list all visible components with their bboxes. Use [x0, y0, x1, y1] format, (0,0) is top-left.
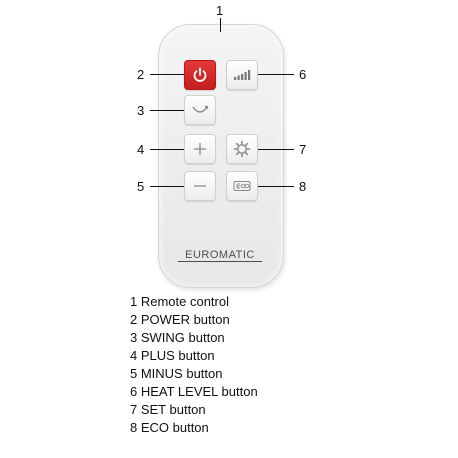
power-icon: [193, 67, 207, 82]
set-button[interactable]: [226, 134, 258, 164]
plus-icon: [194, 143, 206, 155]
minus-icon: [194, 185, 206, 187]
eco-button[interactable]: [226, 171, 258, 201]
callout-number: 4: [137, 142, 145, 157]
legend-item: 6 HEAT LEVEL button: [130, 384, 258, 399]
callout-number: 5: [137, 179, 145, 194]
legend-item: 8 ECO button: [130, 420, 209, 435]
brand-logo: EUROMATIC: [178, 250, 262, 262]
gear-icon: [233, 140, 251, 158]
callout-number: 2: [137, 67, 145, 82]
leader-line-6: [258, 74, 294, 75]
callout-number: 7: [299, 142, 307, 157]
leader-line-3: [150, 110, 184, 111]
power-button[interactable]: [184, 60, 216, 90]
plus-button[interactable]: [184, 134, 216, 164]
callout-number: 8: [299, 179, 307, 194]
leader-line-7: [258, 149, 294, 150]
legend-item: 4 PLUS button: [130, 348, 215, 363]
remote-control: [158, 24, 284, 288]
callout-number: 1: [216, 3, 224, 18]
legend-item: 1 Remote control: [130, 294, 229, 309]
legend-item: 2 POWER button: [130, 312, 230, 327]
legend-item: 3 SWING button: [130, 330, 225, 345]
leader-line-5: [150, 186, 184, 187]
legend-item: 7 SET button: [130, 402, 206, 417]
swing-button[interactable]: [184, 95, 216, 125]
heat-level-button[interactable]: [226, 60, 258, 90]
legend-item: 5 MINUS button: [130, 366, 223, 381]
minus-button[interactable]: [184, 171, 216, 201]
callout-number: 3: [137, 103, 145, 118]
leader-line-8: [258, 186, 294, 187]
leader-line-1: [220, 18, 221, 32]
swing-arc-icon: [192, 105, 209, 113]
legend-list: 1 Remote control 2 POWER button 3 SWING …: [130, 293, 258, 437]
signal-bars-icon: [234, 70, 251, 80]
leader-line-4: [150, 149, 184, 150]
callout-number: 6: [299, 67, 307, 82]
leader-line-2: [150, 74, 184, 75]
eco-icon: [233, 181, 251, 191]
